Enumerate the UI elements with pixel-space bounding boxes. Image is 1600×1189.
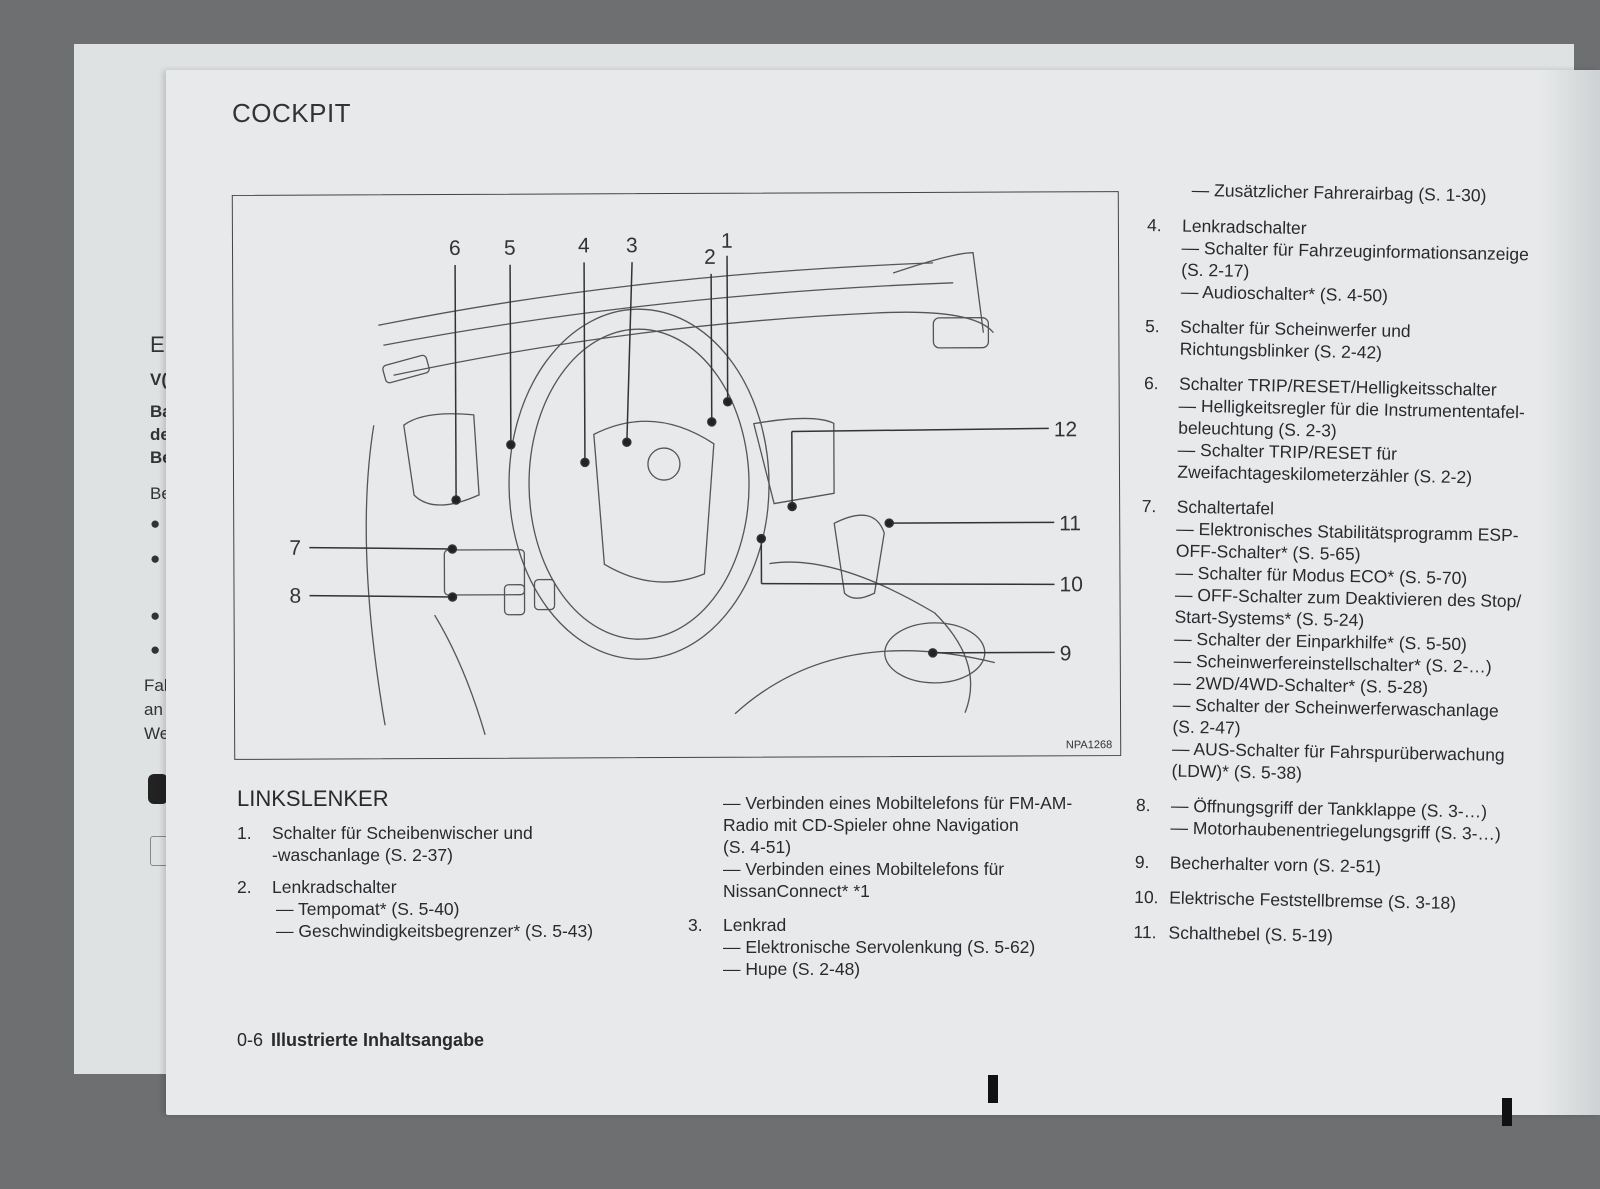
item-text: Lenkrad <box>723 915 787 935</box>
callout-dot <box>884 518 894 528</box>
callout-label: 10 <box>1059 573 1082 596</box>
item-text: (S. 4-51) <box>723 837 792 857</box>
callout-dot <box>928 648 938 658</box>
item-text: — Verbinden eines Mobiltelefons für <box>723 859 1005 879</box>
callout-dot <box>447 544 458 554</box>
item-text: — Geschwindigkeitsbegrenzer* (S. 5-43) <box>276 921 594 941</box>
list-item: 8.— Öffnungsgriff der Tankklappe (S. 3-…… <box>1135 794 1576 846</box>
callout-label: 6 <box>449 237 461 260</box>
callout-label: 2 <box>704 246 716 269</box>
back-text: an <box>144 700 163 719</box>
list-item: 1. Schalter für Scheibenwischer und-wasc… <box>237 822 657 866</box>
item-text: Becherhalter vorn (S. 2-51) <box>1169 852 1382 877</box>
callout-label: 5 <box>504 237 516 260</box>
callout-dot <box>756 533 767 544</box>
item-number: 9. <box>1134 851 1150 873</box>
item-text: NissanConnect* *1 <box>723 881 870 901</box>
list-item: 10. Elektrische Feststellbremse (S. 3-18) <box>1134 886 1574 916</box>
item-number: 10. <box>1134 886 1159 908</box>
column-3: — Zusätzlicher Fahrerairbag (S. 1-30) 4.… <box>1133 178 1588 964</box>
item-number: 8. <box>1135 794 1151 816</box>
item-text: Schalthebel (S. 5-19) <box>1168 922 1334 946</box>
callout-label: 9 <box>1060 642 1072 665</box>
bluetooth-icon <box>148 774 168 804</box>
page-number: 0-6 <box>237 1030 264 1050</box>
callout-dot <box>447 592 458 602</box>
list-item: 2. Lenkradschalter— Tempomat* (S. 5-40)—… <box>237 876 657 942</box>
item-text: — Zusätzlicher Fahrerairbag (S. 1-30) <box>1191 179 1487 206</box>
bullet: ● <box>150 514 161 533</box>
item-number: 7. <box>1141 495 1157 517</box>
item-number: 2. <box>237 877 252 897</box>
list-item: 9. Becherhalter vorn (S. 2-51) <box>1135 851 1575 881</box>
item-text: — Hupe (S. 2-48) <box>723 959 861 979</box>
list-item: 6.Schalter TRIP/RESET/Helligkeitsschalte… <box>1142 372 1584 490</box>
callout-label: 8 <box>289 585 301 608</box>
callout-label: 7 <box>289 537 301 560</box>
back-text: We <box>144 724 170 743</box>
item-text: Elektrische Feststellbremse (S. 3-18) <box>1168 887 1457 914</box>
callout-label: 12 <box>1054 418 1077 441</box>
continued-text: — Verbinden eines Mobiltelefons für FM-A… <box>688 792 1088 902</box>
figure-id: NPA1268 <box>1065 739 1113 752</box>
item-text: -waschanlage (S. 2-37) <box>272 845 453 865</box>
column-1: LINKSLENKER 1. Schalter für Scheibenwisc… <box>237 788 657 952</box>
item-number: 1. <box>237 823 252 843</box>
callout-dot <box>451 495 461 505</box>
column-2: — Verbinden eines Mobiltelefons für FM-A… <box>688 792 1088 990</box>
item-text: Lenkradschalter <box>272 877 397 897</box>
item-text: — Tempomat* (S. 5-40) <box>276 899 460 919</box>
cockpit-diagram: 1 2 3 4 5 6 7 8 9 10 11 12 NPA1268 <box>231 191 1122 760</box>
print-mark <box>988 1075 998 1103</box>
item-text: — Verbinden eines Mobiltelefons für FM-A… <box>723 793 1073 813</box>
callout-dot <box>622 437 632 447</box>
callout-label: 1 <box>721 230 733 253</box>
list-item: 7.Schaltertafel— Elektronisches Stabilit… <box>1136 495 1581 789</box>
list-item: 3. Lenkrad— Elektronische Servolenkung (… <box>688 914 1088 980</box>
cockpit-illustration: 1 2 3 4 5 6 7 8 9 10 11 12 <box>289 230 1083 736</box>
item-number: 5. <box>1144 315 1160 337</box>
back-text: de <box>150 425 170 444</box>
back-text: V( <box>150 370 167 389</box>
callout-dot <box>722 397 733 407</box>
back-text: E <box>150 332 165 357</box>
item-number: 11. <box>1133 921 1157 943</box>
item-number: 3. <box>688 915 703 935</box>
callout-dot <box>580 457 590 468</box>
callout-label: 4 <box>578 234 590 257</box>
bullet: ● <box>150 606 161 625</box>
bullet: ● <box>150 549 161 568</box>
callout-label: 3 <box>626 234 638 257</box>
list-item: 11. Schalthebel (S. 5-19) <box>1133 921 1573 951</box>
back-text: Be <box>150 484 171 503</box>
print-mark <box>1502 1098 1512 1126</box>
item-text: — Elektronische Servolenkung (S. 5-62) <box>723 937 1036 957</box>
bullet: ● <box>150 640 161 659</box>
footer-section: Illustrierte Inhaltsangabe <box>271 1030 485 1050</box>
dashboard-drawing <box>365 252 995 736</box>
back-text: Fal <box>144 676 168 695</box>
list-item: 4.Lenkradschalter— Schalter für Fahrzeug… <box>1146 214 1588 310</box>
callout-dot <box>506 439 516 450</box>
manual-page: COCKPIT <box>166 70 1600 1115</box>
section-heading: LINKSLENKER <box>237 786 389 811</box>
page-curl-shade <box>1540 70 1600 1115</box>
item-number: 6. <box>1143 372 1159 394</box>
callout-dot <box>707 417 717 427</box>
item-number: 4. <box>1146 214 1162 236</box>
page-title: COCKPIT <box>232 98 352 128</box>
item-text: Radio mit CD-Spieler ohne Navigation <box>723 815 1019 835</box>
item-text: Schalter für Scheibenwischer und <box>272 823 533 843</box>
callout-lines <box>309 255 1055 658</box>
callout-dot <box>787 501 797 512</box>
page-footer: 0-6 Illustrierte Inhaltsangabe <box>237 1030 484 1051</box>
callout-label: 11 <box>1059 512 1081 535</box>
item-text: Richtungsblinker (S. 2-42) <box>1179 338 1383 363</box>
